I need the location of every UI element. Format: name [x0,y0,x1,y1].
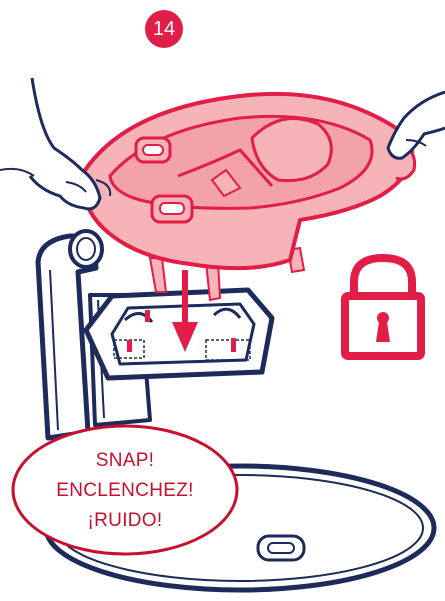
step-number-badge: 14 [145,10,183,48]
padlock-locked-icon [345,258,421,356]
sound-text-line-1: SNAP! [96,446,155,476]
left-hand [0,78,110,209]
base-foot-pad [258,536,304,560]
sound-effect-callout: SNAP! ENCLENCHEZ! ¡RUIDO! [22,432,228,550]
right-hand [388,92,445,158]
sound-text-line-3: ¡RUIDO! [88,506,163,536]
sound-text-line-2: ENCLENCHEZ! [56,476,193,506]
infant-seat [80,94,415,268]
vibration-knob [70,231,102,267]
